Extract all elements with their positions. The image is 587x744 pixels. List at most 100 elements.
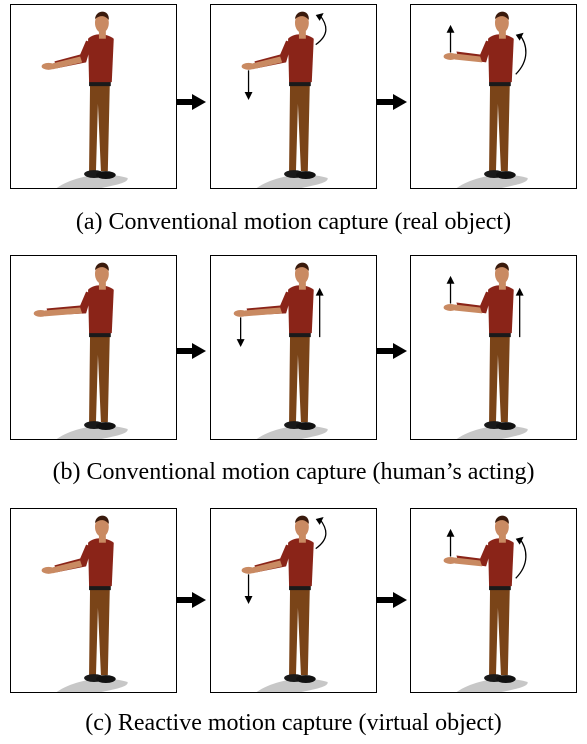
panel-a2	[210, 4, 377, 189]
figure-standing	[241, 11, 328, 188]
hands	[233, 309, 248, 317]
neck	[98, 534, 106, 543]
hands	[241, 566, 256, 574]
figure-standing	[41, 515, 128, 692]
head	[494, 517, 509, 537]
panel-b3	[410, 255, 577, 440]
shoe	[95, 422, 116, 430]
forearm	[454, 304, 483, 314]
sequence-arrow-icon	[377, 94, 407, 110]
caption-a: (a) Conventional motion capture (real ob…	[75, 209, 512, 235]
neck	[298, 534, 306, 543]
neck	[498, 30, 506, 39]
neck	[98, 30, 106, 39]
hair	[94, 11, 109, 20]
belt	[489, 81, 511, 87]
curved-arrow-icon	[515, 34, 527, 75]
hands	[443, 557, 458, 564]
belt	[89, 332, 111, 338]
shirt	[88, 34, 114, 83]
panel-c1	[10, 508, 177, 693]
figure-standing	[241, 515, 328, 692]
neck	[498, 281, 506, 290]
trousers	[289, 335, 310, 423]
curved-arrow-icon	[315, 518, 327, 550]
belt	[89, 81, 111, 87]
trousers	[289, 588, 310, 676]
panel-c2	[210, 508, 377, 693]
hands	[241, 62, 256, 70]
figure-standing	[443, 262, 528, 439]
shoe	[495, 171, 516, 179]
trousers	[489, 335, 510, 423]
trousers	[489, 84, 510, 172]
panel-b1	[10, 255, 177, 440]
figure-standing	[443, 515, 528, 692]
shirt	[488, 538, 514, 587]
hair	[494, 515, 509, 524]
forearm	[52, 560, 83, 574]
figure-standing	[33, 262, 128, 439]
curved-arrow-icon	[315, 14, 327, 46]
neck	[98, 281, 106, 290]
forearm	[244, 307, 283, 317]
shirt	[288, 34, 314, 83]
trousers	[89, 335, 110, 423]
hair	[94, 262, 109, 271]
shoe	[295, 422, 316, 430]
shirt	[288, 538, 314, 587]
figure-standing	[41, 11, 128, 188]
forearm	[52, 56, 83, 70]
hair	[294, 262, 309, 271]
shoe	[495, 675, 516, 683]
sequence-arrow-icon	[176, 592, 206, 608]
belt	[89, 585, 111, 591]
hands	[443, 53, 458, 60]
forearm	[252, 560, 283, 574]
sequence-arrow-icon	[176, 94, 206, 110]
neck	[298, 281, 306, 290]
curved-arrow-icon	[515, 538, 527, 579]
shirt	[488, 285, 514, 334]
sequence-arrow-icon	[176, 343, 206, 359]
hands	[33, 309, 48, 317]
neck	[298, 30, 306, 39]
hair	[494, 262, 509, 271]
head	[94, 13, 109, 33]
belt	[289, 81, 311, 87]
shoe	[295, 675, 316, 683]
figure-standing	[233, 262, 328, 439]
trousers	[89, 588, 110, 676]
shirt	[88, 285, 114, 334]
belt	[489, 332, 511, 338]
sequence-arrow-icon	[377, 343, 407, 359]
panel-c3	[410, 508, 577, 693]
shoe	[95, 171, 116, 179]
hair	[94, 515, 109, 524]
forearm	[454, 53, 483, 63]
shirt	[288, 285, 314, 334]
belt	[289, 585, 311, 591]
panel-a3	[410, 4, 577, 189]
panel-a1	[10, 4, 177, 189]
hands	[443, 304, 458, 311]
belt	[289, 332, 311, 338]
hair	[294, 11, 309, 20]
shoe	[495, 422, 516, 430]
hair	[494, 11, 509, 20]
head	[294, 13, 309, 33]
shoe	[95, 675, 116, 683]
shirt	[488, 34, 514, 83]
figure-standing	[443, 11, 528, 188]
trousers	[289, 84, 310, 172]
panel-b2	[210, 255, 377, 440]
shoe	[295, 171, 316, 179]
belt	[489, 585, 511, 591]
sequence-arrow-icon	[377, 592, 407, 608]
forearm	[252, 56, 283, 70]
caption-c: (c) Reactive motion capture (virtual obj…	[85, 710, 502, 736]
head	[94, 264, 109, 284]
hair	[294, 515, 309, 524]
trousers	[489, 588, 510, 676]
head	[494, 13, 509, 33]
